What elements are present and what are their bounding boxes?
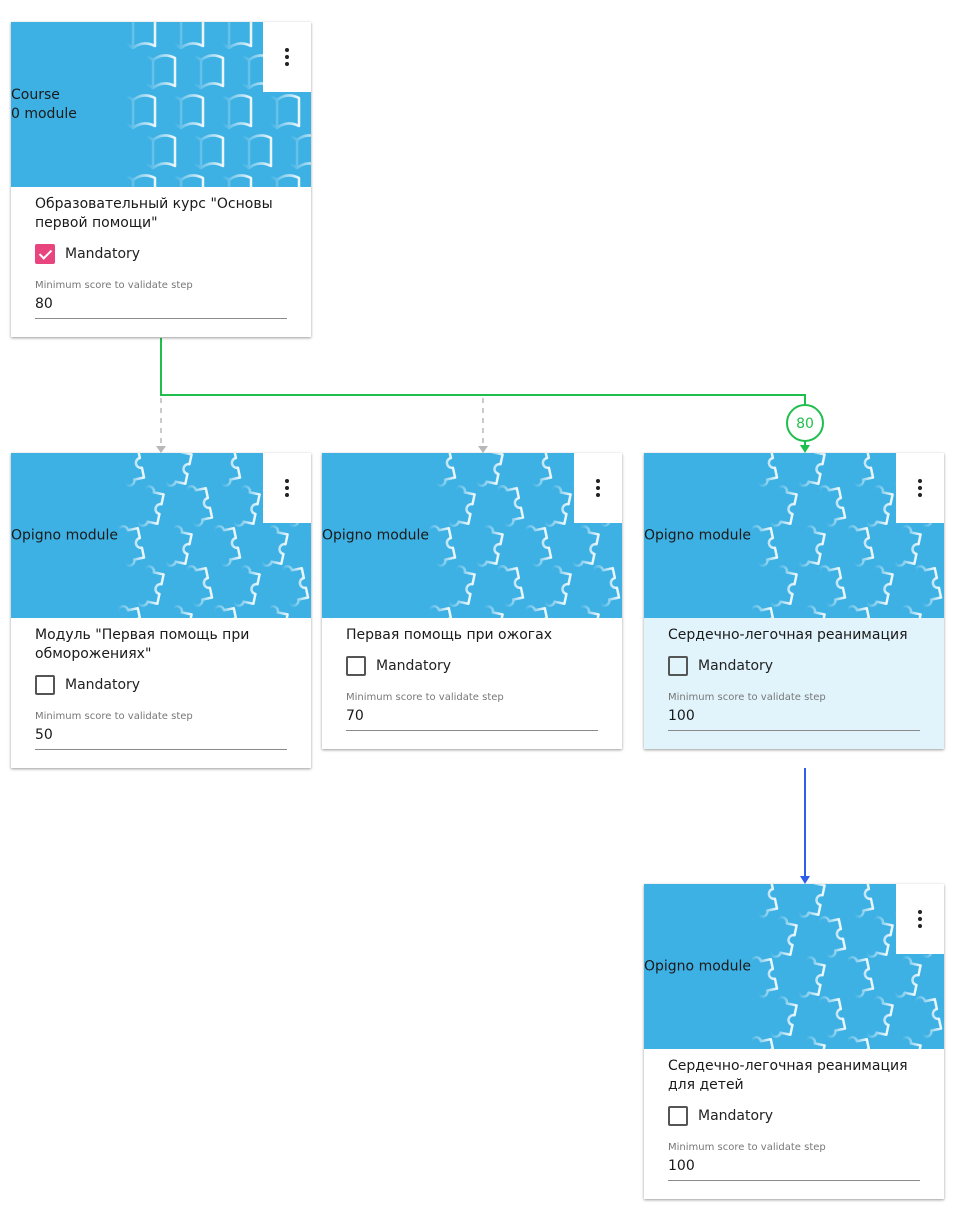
card-menu-button[interactable] — [263, 22, 311, 92]
card-image: Opigno module — [644, 453, 944, 618]
vertical-dots-icon — [285, 48, 289, 66]
step-card-module[interactable]: Opigno module Сердечно-легочная реанимац… — [644, 884, 944, 1199]
card-menu-button[interactable] — [896, 884, 944, 954]
min-score-input[interactable] — [346, 704, 598, 731]
step-card-module[interactable]: Opigno module Первая помощь при ожогах M… — [322, 453, 622, 749]
min-score-input[interactable] — [668, 704, 920, 731]
mandatory-toggle[interactable]: Mandatory — [668, 1105, 920, 1127]
arrow-head-icon — [156, 446, 166, 453]
card-type-label: Opigno module — [644, 958, 752, 974]
arrow-head-icon — [800, 876, 810, 884]
card-image: Course 0 module — [11, 22, 311, 187]
card-image: Opigno module — [322, 453, 622, 618]
card-title: Сердечно-легочная реанимация — [668, 627, 908, 643]
min-score-label: Minimum score to validate step — [346, 692, 504, 703]
mandatory-toggle[interactable]: Mandatory — [35, 674, 287, 696]
arrow-head-icon — [800, 445, 810, 453]
card-type-label: Opigno module — [322, 527, 430, 543]
mandatory-label: Mandatory — [698, 1108, 774, 1124]
card-image: Opigno module — [644, 884, 944, 1049]
edge-conditional-to-module-3[interactable] — [160, 338, 806, 405]
min-score-label: Minimum score to validate step — [35, 280, 193, 291]
card-type-label: Opigno module — [644, 527, 752, 543]
mandatory-label: Mandatory — [376, 658, 452, 674]
card-title: Первая помощь при ожогах — [346, 627, 553, 643]
card-title: Образовательный курс "Основы первой помо… — [35, 196, 273, 231]
card-menu-button[interactable] — [574, 453, 622, 523]
mandatory-checkbox[interactable] — [346, 656, 366, 676]
mandatory-label: Mandatory — [65, 246, 141, 262]
step-card-module[interactable]: Opigno module Модуль "Первая помощь при … — [11, 453, 311, 768]
vertical-dots-icon — [596, 479, 600, 497]
mandatory-toggle[interactable]: Mandatory — [668, 655, 920, 677]
mandatory-checkbox[interactable] — [35, 244, 55, 264]
mandatory-toggle[interactable]: Mandatory — [346, 655, 598, 677]
min-score-input[interactable] — [668, 1154, 920, 1181]
mandatory-checkbox[interactable] — [668, 656, 688, 676]
card-menu-button[interactable] — [263, 453, 311, 523]
mandatory-toggle[interactable]: Mandatory — [35, 243, 287, 265]
card-menu-button[interactable] — [896, 453, 944, 523]
arrow-head-icon — [478, 446, 488, 453]
min-score-label: Minimum score to validate step — [35, 711, 193, 722]
edge-score-label: 80 — [796, 416, 814, 432]
mandatory-label: Mandatory — [65, 677, 141, 693]
min-score-label: Minimum score to validate step — [668, 692, 826, 703]
vertical-dots-icon — [285, 479, 289, 497]
step-card-course[interactable]: Course 0 module Образовательный курс "Ос… — [11, 22, 311, 337]
book-pattern-icon — [109, 22, 311, 187]
card-title: Модуль "Первая помощь при обморожениях" — [35, 627, 250, 662]
min-score-input[interactable] — [35, 292, 287, 319]
card-type-label: Opigno module — [11, 527, 119, 543]
puzzle-pattern-icon — [107, 453, 311, 618]
edge-score-badge[interactable] — [786, 404, 824, 442]
step-card-module-selected[interactable]: Opigno module Сердечно-легочная реанимац… — [644, 453, 944, 749]
min-score-input[interactable] — [35, 723, 287, 750]
card-title: Сердечно-легочная реанимация для детей — [668, 1058, 908, 1093]
mandatory-checkbox[interactable] — [668, 1106, 688, 1126]
card-type-label: Course 0 module — [11, 86, 77, 122]
card-image: Opigno module — [11, 453, 311, 618]
mandatory-label: Mandatory — [698, 658, 774, 674]
min-score-label: Minimum score to validate step — [668, 1142, 826, 1153]
vertical-dots-icon — [918, 910, 922, 928]
mandatory-checkbox[interactable] — [35, 675, 55, 695]
vertical-dots-icon — [918, 479, 922, 497]
